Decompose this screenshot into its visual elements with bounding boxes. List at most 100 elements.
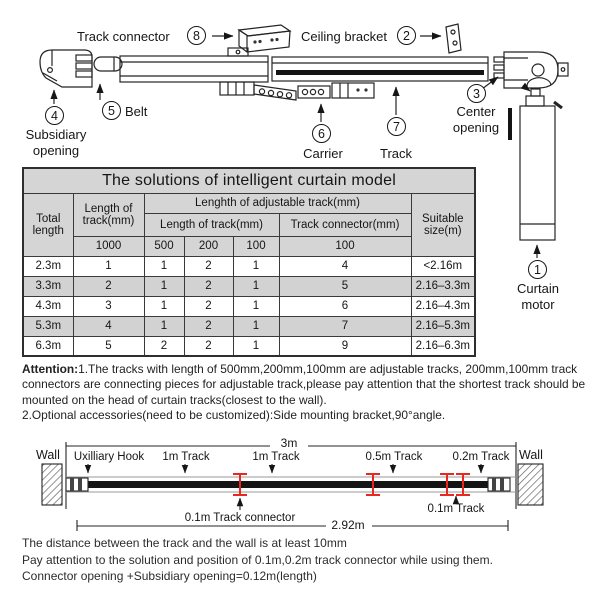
- table-row: 3.3m 2 1 2 1 5 2.16–3.3m: [22, 275, 476, 297]
- attention-note: Attention:1.The tracks with length of 50…: [22, 362, 588, 424]
- cell: 2: [183, 335, 234, 357]
- part-number-1: 1: [528, 260, 547, 279]
- table-row: 6.3m 5 2 2 1 9 2.16–6.3m: [22, 335, 476, 357]
- cell: 1: [143, 255, 185, 277]
- note-line: Connector opening +Subsidiary opening=0.…: [22, 569, 317, 583]
- attention-item-2: 2.Optional accessories(need to be custom…: [22, 408, 446, 423]
- cell: 6: [278, 295, 412, 317]
- cell: 1: [72, 255, 145, 277]
- footer-notes: The distance between the track and the w…: [22, 535, 493, 585]
- center-opening-label: Center opening: [452, 104, 500, 135]
- header-length-of-track: Length of track(mm): [72, 192, 145, 237]
- cell: 1: [143, 295, 185, 317]
- wall-left-label: Wall: [36, 448, 60, 462]
- installation-diagram: [41, 442, 544, 531]
- note-line: The distance between the track and the w…: [22, 536, 347, 550]
- dim-292m-label: 2.92m: [331, 518, 365, 532]
- wall-left-block: [41, 463, 63, 506]
- track-05m-label: 0.5m Track: [365, 451, 423, 463]
- carrier-left-part: [219, 81, 297, 101]
- track-section-1: [119, 47, 269, 83]
- cell: 5: [72, 335, 145, 357]
- header-row-3: 1000 500 200 100 100: [23, 235, 475, 257]
- header-row-1: Total length Length of track(mm) Lenghth…: [22, 192, 476, 257]
- cell: 2.3m: [22, 255, 74, 277]
- header-total-length: Total length: [22, 192, 74, 257]
- cell: 2: [143, 335, 185, 357]
- track-bar: [86, 481, 490, 488]
- cell: 2: [72, 275, 145, 297]
- cell: 2.16–5.3m: [410, 315, 476, 337]
- rotate-arrow-icon: [520, 77, 552, 92]
- track-connector-label: Track connector: [77, 29, 170, 44]
- cell: 1: [232, 315, 280, 337]
- cell: 2: [183, 255, 234, 277]
- header-suitable-size: Suitable size(m): [410, 192, 476, 257]
- carrier-label: Carrier: [303, 146, 343, 161]
- cell: 5: [278, 275, 412, 297]
- cell: 5.3m: [22, 315, 74, 337]
- belt-label: Belt: [125, 104, 148, 119]
- track-label: Track: [379, 146, 413, 161]
- hook-right: [487, 477, 511, 492]
- cell: 7: [278, 315, 412, 337]
- cell: 6.3m: [22, 335, 74, 357]
- cell: 4: [278, 255, 412, 277]
- header-conn-100: 100: [278, 235, 412, 257]
- curtain-motor-label: Curtain motor: [517, 281, 559, 312]
- table-row: 4.3m 3 1 2 1 6 2.16–4.3m: [22, 295, 476, 317]
- track-02m-label: 0.2m Track: [452, 451, 510, 463]
- subsidiary-opening-label: Subsidiary opening: [25, 127, 87, 158]
- note-line: Pay attention to the solution and positi…: [22, 552, 493, 567]
- cell: 4: [72, 315, 145, 337]
- cell: 3: [72, 295, 145, 317]
- wall-right-label: Wall: [519, 448, 543, 462]
- belt-part: [93, 56, 123, 72]
- ceiling-bracket-label: Ceiling bracket: [301, 29, 387, 44]
- cell: 1: [232, 295, 280, 317]
- attention-item-1: Attention:1.The tracks with length of 50…: [22, 362, 586, 407]
- track-1m-label-2: 1m Track: [252, 451, 300, 463]
- header-100: 100: [232, 235, 280, 257]
- track-01m-label: 0.1m Track: [427, 503, 485, 515]
- pointer-arrows: [84, 464, 485, 510]
- track-connector-markers: [233, 473, 470, 496]
- header-1000: 1000: [72, 235, 145, 257]
- table-row: 2.3m 1 1 2 1 4 <2.16m: [22, 255, 476, 277]
- header-track-connector: Track connector(mm): [278, 212, 412, 237]
- cell: 2: [183, 315, 234, 337]
- part-number-6: 6: [312, 124, 331, 143]
- cell: 1: [232, 255, 280, 277]
- table-title-row: The solutions of intelligent curtain mod…: [22, 167, 476, 194]
- table-title: The solutions of intelligent curtain mod…: [22, 167, 476, 194]
- parts-diagram: [39, 23, 569, 258]
- track-1m-label-1: 1m Track: [162, 451, 210, 463]
- track-section-2: [271, 56, 489, 82]
- cell: 1: [143, 315, 185, 337]
- track-connector-01m-label: 0.1m Track connector: [184, 512, 296, 524]
- part-number-5: 5: [102, 101, 121, 120]
- wall-right-block: [517, 463, 544, 506]
- cell: 2.16–6.3m: [410, 335, 476, 357]
- cell: <2.16m: [410, 255, 476, 277]
- table-row: 5.3m 4 1 2 1 7 2.16–5.3m: [22, 315, 476, 337]
- center-opening-part: [493, 51, 569, 89]
- cell: 3.3m: [22, 275, 74, 297]
- cell: 1: [232, 275, 280, 297]
- subsidiary-opening-part: [39, 49, 93, 88]
- cell: 2.16–3.3m: [410, 275, 476, 297]
- part-number-8: 8: [187, 26, 206, 45]
- part-number-7: 7: [387, 117, 406, 136]
- cell: 9: [278, 335, 412, 357]
- part-number-2: 2: [397, 26, 416, 45]
- cell: 2.16–4.3m: [410, 295, 476, 317]
- auxiliary-hook-label: Uxilliary Hook: [73, 451, 145, 463]
- dim-3m-label: 3m: [280, 436, 298, 450]
- cell: 4.3m: [22, 295, 74, 317]
- curtain-motor-part: [508, 77, 563, 241]
- header-500: 500: [143, 235, 185, 257]
- carrier-right-part: [297, 82, 375, 99]
- track-connector-icon: [237, 24, 292, 53]
- header-200: 200: [183, 235, 234, 257]
